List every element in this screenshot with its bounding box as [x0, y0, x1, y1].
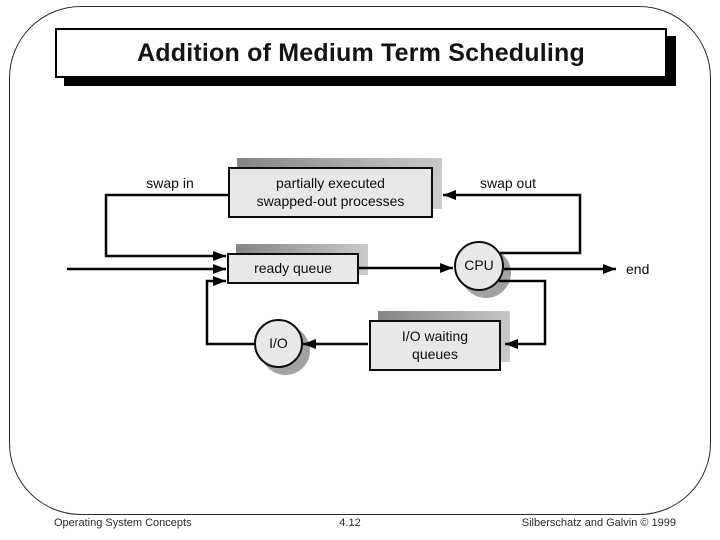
label-swap-out: swap out: [479, 175, 537, 191]
node-io-label: I/O: [269, 334, 288, 351]
node-io: I/O: [254, 319, 303, 368]
cpu-to-io-wait-arrow: [499, 279, 547, 349]
node-io-waiting-queues-line1: I/O waiting: [401, 328, 469, 344]
label-end: end: [626, 261, 650, 277]
node-swapped-out-processes-line2: swapped-out processes: [256, 192, 405, 209]
node-io-waiting-queues-line2: queues: [412, 345, 458, 362]
slide-title: Addition of Medium Term Scheduling: [137, 38, 585, 67]
footer-credit: Silberschatz and Galvin © 1999: [521, 517, 676, 529]
node-io-waiting-queues: I/O waiting queues: [369, 320, 501, 371]
node-cpu-label: CPU: [464, 257, 494, 274]
node-swapped-out-processes: partially executed swapped-out processes: [228, 167, 433, 218]
node-swapped-out-processes-line1: partially executed: [276, 175, 385, 191]
label-swap-in: swap in: [146, 175, 194, 191]
swap-out-arrow: [443, 190, 582, 255]
footer-course: Operating System Concepts: [54, 517, 192, 529]
footer-page-number: 4.12: [339, 517, 361, 529]
slide-border: [9, 6, 711, 515]
io-to-ready-arrow: [205, 276, 254, 346]
node-ready-queue: ready queue: [227, 253, 359, 284]
node-cpu: CPU: [454, 241, 504, 291]
slide-title-box: Addition of Medium Term Scheduling: [55, 28, 667, 78]
node-ready-queue-label: ready queue: [254, 259, 332, 276]
swap-in-arrow: [104, 193, 229, 261]
